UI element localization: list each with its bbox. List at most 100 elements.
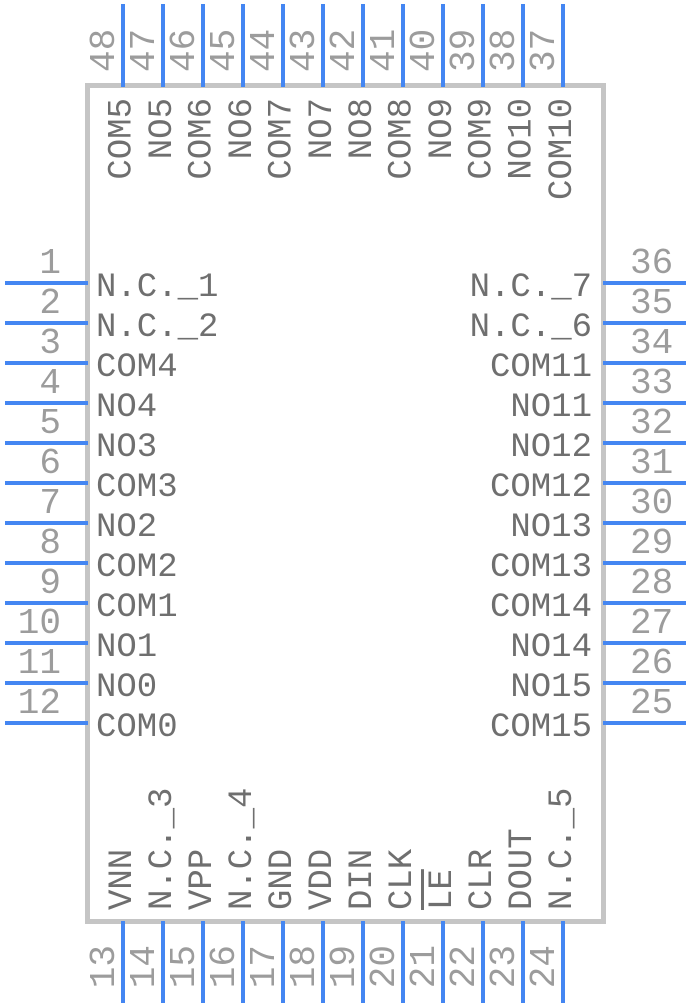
pin-line [521,4,525,87]
pin-number: 42 [324,28,365,72]
pin-number: 15 [164,945,205,989]
pin-number: 11 [17,643,61,684]
pin-line [361,921,365,1003]
pin-line [603,641,686,645]
pin-label: CLK [384,848,422,910]
pin-label: N.C._1 [96,269,219,307]
pin-label: COM7 [264,98,302,180]
pin-number: 1 [39,243,61,284]
pin-label: COM1 [96,589,178,627]
pin-line [5,321,88,325]
pin-line [561,4,565,87]
pin-line [441,921,445,1003]
pin-label: NO15 [510,669,592,707]
pin-number: 10 [17,603,61,644]
pin-line [603,561,686,565]
pin-number: 43 [284,28,325,72]
pin-number: 35 [630,283,674,324]
pin-label: COM2 [96,549,178,587]
pin-label: NO6 [224,98,262,160]
pin-number: 12 [17,683,61,724]
pin-line [521,921,525,1003]
pin-label: NO12 [510,429,592,467]
pin-line [603,321,686,325]
pin-line [5,561,88,565]
pin-line [321,921,325,1003]
pin-label: N.C._2 [96,309,219,347]
pin-number: 38 [484,28,525,72]
pin-number: 23 [484,945,525,989]
pin-line [241,4,245,87]
pin-label: NO5 [144,98,182,160]
pin-label: CLR [464,848,502,910]
pin-label: COM8 [384,98,422,180]
pin-number: 45 [204,28,245,72]
pin-label: NO14 [510,629,592,667]
package-body [85,83,606,924]
pin-number: 16 [204,945,245,989]
pin-line [5,681,88,685]
pin-line [241,921,245,1003]
pin-line [361,4,365,87]
pin-number: 20 [364,945,405,989]
pin-number: 13 [84,945,125,989]
pin-label: N.C._3 [144,787,182,910]
pin-number: 44 [244,28,285,72]
pin-label: COM5 [104,98,142,180]
pin-label: N.C._7 [469,269,592,307]
pin-number: 48 [84,28,125,72]
pin-number: 7 [39,483,61,524]
pin-line [5,521,88,525]
pin-label: COM14 [489,589,592,627]
pin-line [5,361,88,365]
pin-label: COM15 [489,709,592,747]
pin-label: COM4 [96,349,178,387]
pin-label: COM6 [184,98,222,180]
pin-label: NO8 [344,98,382,160]
pin-label: NO1 [96,629,158,667]
pin-line [481,4,485,87]
pin-line [603,401,686,405]
pin-number: 18 [284,945,325,989]
pin-number: 8 [39,523,61,564]
pin-label: COM10 [544,98,582,201]
pin-line [5,481,88,485]
pin-number: 30 [630,483,674,524]
pin-label: COM3 [96,469,178,507]
pin-number: 28 [630,563,674,604]
pin-line [121,4,125,87]
pin-number: 2 [39,283,61,324]
pin-number: 4 [39,363,61,404]
pin-line [5,601,88,605]
pin-number: 46 [164,28,205,72]
pin-line [441,4,445,87]
pin-label: NO2 [96,509,158,547]
pin-label: DIN [344,848,382,910]
pin-line [5,721,88,725]
pin-number: 29 [630,523,674,564]
pin-label: LE [424,869,462,910]
pin-number: 25 [630,683,674,724]
pin-label: NO7 [304,98,342,160]
pin-number: 9 [39,563,61,604]
pin-line [5,641,88,645]
pin-number: 17 [244,945,285,989]
pin-line [603,521,686,525]
pin-number: 19 [324,945,365,989]
pin-line [603,721,686,725]
pin-label: N.C._5 [544,787,582,910]
pin-label: COM12 [489,469,592,507]
pin-number: 40 [404,28,445,72]
pin-number: 41 [364,28,405,72]
pin-line [603,441,686,445]
pin-line [401,921,405,1003]
pin-number: 31 [630,443,674,484]
pin-label: VPP [184,848,222,910]
pin-label: GND [264,848,302,910]
pin-label: VDD [304,848,342,910]
pin-number: 36 [630,243,674,284]
pin-label: COM11 [489,349,592,387]
pin-number: 6 [39,443,61,484]
pin-number: 14 [124,945,165,989]
